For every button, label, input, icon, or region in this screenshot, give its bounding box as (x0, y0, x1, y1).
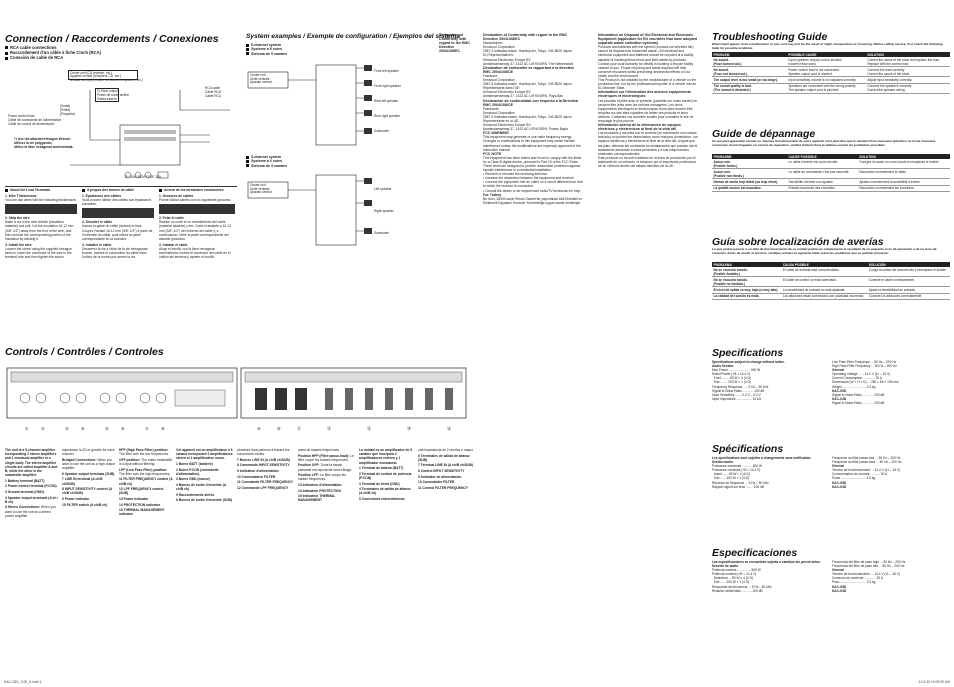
lead-terminals-fr: A propos des bornes de câble 1. Épaisseu… (82, 188, 154, 260)
left-page: Connection / Raccordements / Conexiones … (5, 33, 474, 518)
svg-text:⑪: ⑪ (297, 425, 301, 431)
system-5ch-diagram (247, 64, 372, 146)
rca-cable-label: RCA cable Câble RCA Cable RCA (205, 86, 221, 98)
system-5ch-bullets: 5-channel system Système à 5 voies Siste… (246, 43, 287, 56)
controls-col-2: impedance is 2Ω or greater for each chan… (62, 448, 115, 507)
troubleshooting-intro: What might appear to be a malfunction in… (712, 42, 943, 50)
depannage-intro: Ce qui peut apparaître comme un mauvais … (712, 139, 936, 147)
center-unit-label-1: Center unit Unité centrale Aparato centr… (250, 73, 272, 85)
svg-text:⑭: ⑭ (407, 425, 411, 431)
specs-fr-left: Les spécifications sont sujettes à chang… (712, 456, 812, 489)
table-row: No se escucha sonido. (Fusible fundido.)… (712, 267, 950, 278)
svg-text:③: ③ (65, 426, 69, 431)
power-control-label: Power control lead Câble de commande de … (8, 114, 62, 126)
system-3ch-diagram (247, 174, 372, 246)
controls-col-6: aussi de basses fréquences. Position HPF… (298, 448, 354, 503)
specs-fr-title: Spécifications (712, 443, 784, 455)
controls-col-3: HPF (High Pass Filter) position: The fil… (119, 448, 173, 517)
system-3ch-bullets: 3-channel system Système à 3 voies Siste… (246, 155, 287, 168)
specs-es-right: Frecuencia del filtro de paso bajo ... 5… (832, 560, 906, 593)
right-footer: 10.4.23 10:09:02 AM (918, 680, 950, 684)
specs-en-left: Specifications subject to change without… (712, 360, 785, 401)
table-row: La qualité sonore est mauvaise.Polarité … (712, 185, 950, 192)
averias-title: Guía sobre localización de averías (712, 236, 884, 248)
ce-declarations: Declaration of Conformity with regard to… (439, 33, 470, 54)
table-row: The output level is too small (or too la… (712, 76, 950, 84)
connection-title: Connection / Raccordements / Conexiones (5, 33, 219, 45)
specs-en-right: Low Pass Filter Frequency ... 50 Hz – 20… (832, 360, 899, 405)
table-row: The sound quality is bad. (The sound is … (712, 83, 950, 94)
rear-output-callout: To Rear output Prises de sortie arrière … (95, 88, 130, 102)
svg-text:④: ④ (81, 426, 85, 431)
averias-intro: Lo que podría parecer a un fallo de func… (712, 247, 937, 255)
svg-text:②: ② (41, 426, 45, 431)
specs-en-title: Specifications (712, 347, 784, 359)
specs-es-title: Especificaciones (712, 547, 798, 559)
controls-col-8: una impedancia de 2 ohmios o mayor. 6 Te… (418, 448, 474, 490)
connection-bullet-fr: Raccordement d'un câble à fiche Cinch (R… (5, 50, 101, 55)
svg-text:⑩: ⑩ (277, 426, 281, 431)
ce-fcc-column: Declaration of Conformity with regard to… (483, 33, 583, 205)
lead-terminals-en: About the Lead Terminals 1. Wire Thickne… (5, 188, 77, 260)
controls-col-1: The unit is a 5-channel amplifier incorp… (5, 448, 59, 518)
table-row: La calidad del sonido es mala.Los altavo… (712, 293, 950, 300)
specs-es-left: Las especificaciones se encuentran sujet… (712, 560, 821, 593)
svg-text:⑮: ⑮ (447, 425, 451, 431)
hex-wrench-note: *1 Use the attached Hexagon Wrench. Util… (14, 137, 74, 149)
table-row: No se escucha sonido. (Fusible no fundid… (712, 276, 950, 288)
table-row: No sound. (Fuse burned out.)Input (speak… (712, 57, 950, 68)
table-row: Aucun son. (Fusible fondu.)Le câble d'en… (712, 159, 950, 170)
svg-text:⑬: ⑬ (367, 425, 371, 431)
small-label: (Small) (Petite) (Pequeña) (60, 104, 75, 116)
svg-text:①: ① (25, 426, 29, 431)
center-unit-callout: Center unit (CD receiver, etc.) Appareil… (68, 70, 143, 83)
svg-text:⑥: ⑥ (121, 426, 125, 431)
connection-bullets: RCA cable connections Raccordement d'un … (5, 45, 101, 61)
connection-diagram (70, 90, 230, 179)
disposal-column: Information on Disposal of Old Electrica… (598, 33, 698, 168)
table-row: No sound. (Fuse not burned out.)Power co… (712, 66, 950, 78)
amplifier-panels-diagram: ① ② ③ ④ ⑤ ⑥ ⑦ ⑧ ⑨ ⑩ ⑪ ⑫ ⑬ ⑭ ⑮ (6, 367, 467, 431)
connection-bullet-es: Conexión de cable de RCA (5, 55, 101, 60)
troubleshooting-title: Troubleshooting Guide (712, 31, 828, 43)
divider (5, 186, 237, 187)
controls-title: Controls / Contrôles / Controles (5, 346, 164, 358)
svg-text:⑫: ⑫ (327, 425, 331, 431)
specs-fr-right: Fréquence du filtre passe-bas ... 50 Hz … (832, 456, 902, 489)
svg-text:⑧: ⑧ (161, 426, 165, 431)
table-row: Niveau de sortie trop faible (ou trop él… (712, 178, 950, 186)
svg-text:⑦: ⑦ (145, 426, 149, 431)
controls-col-4: Cet appareil est un amplificateur à 5 ca… (176, 448, 233, 503)
table-row: El nivel de salida es muy bajo (o muy al… (712, 286, 950, 294)
svg-text:⑨: ⑨ (257, 426, 261, 431)
connection-bullet-en: RCA cable connections (5, 45, 101, 50)
speaker-labels-3ch: Left speaker Right speaker Subwoofer (374, 187, 394, 235)
controls-col-5: plusieurs haut-parleurs à travers les co… (237, 448, 294, 490)
table-row: Aucun son. (Fusible non fondu.)Le câble … (712, 168, 950, 180)
svg-text:⑤: ⑤ (105, 426, 109, 431)
speaker-labels-5ch: Front left speaker Front right speaker R… (374, 69, 401, 133)
controls-col-7: La unidad es un amplificador de 5 canale… (359, 448, 413, 501)
lead-terminals-es: Acerca de los terminales conductores 1. … (159, 188, 235, 338)
left-footer: KAC-X5D_X4D_K.indd 1 (4, 680, 42, 684)
terminal-labels: B+ GND REM FUSE 30A (125, 175, 161, 179)
depannage-title: Guide de dépannage (712, 128, 816, 140)
system-examples-title: System examples / Exemple de configurati… (246, 33, 461, 40)
center-unit-label-2: Center unit Unité centrale Aparato centr… (250, 183, 272, 195)
right-page: Troubleshooting Guide What might appear … (700, 0, 954, 687)
